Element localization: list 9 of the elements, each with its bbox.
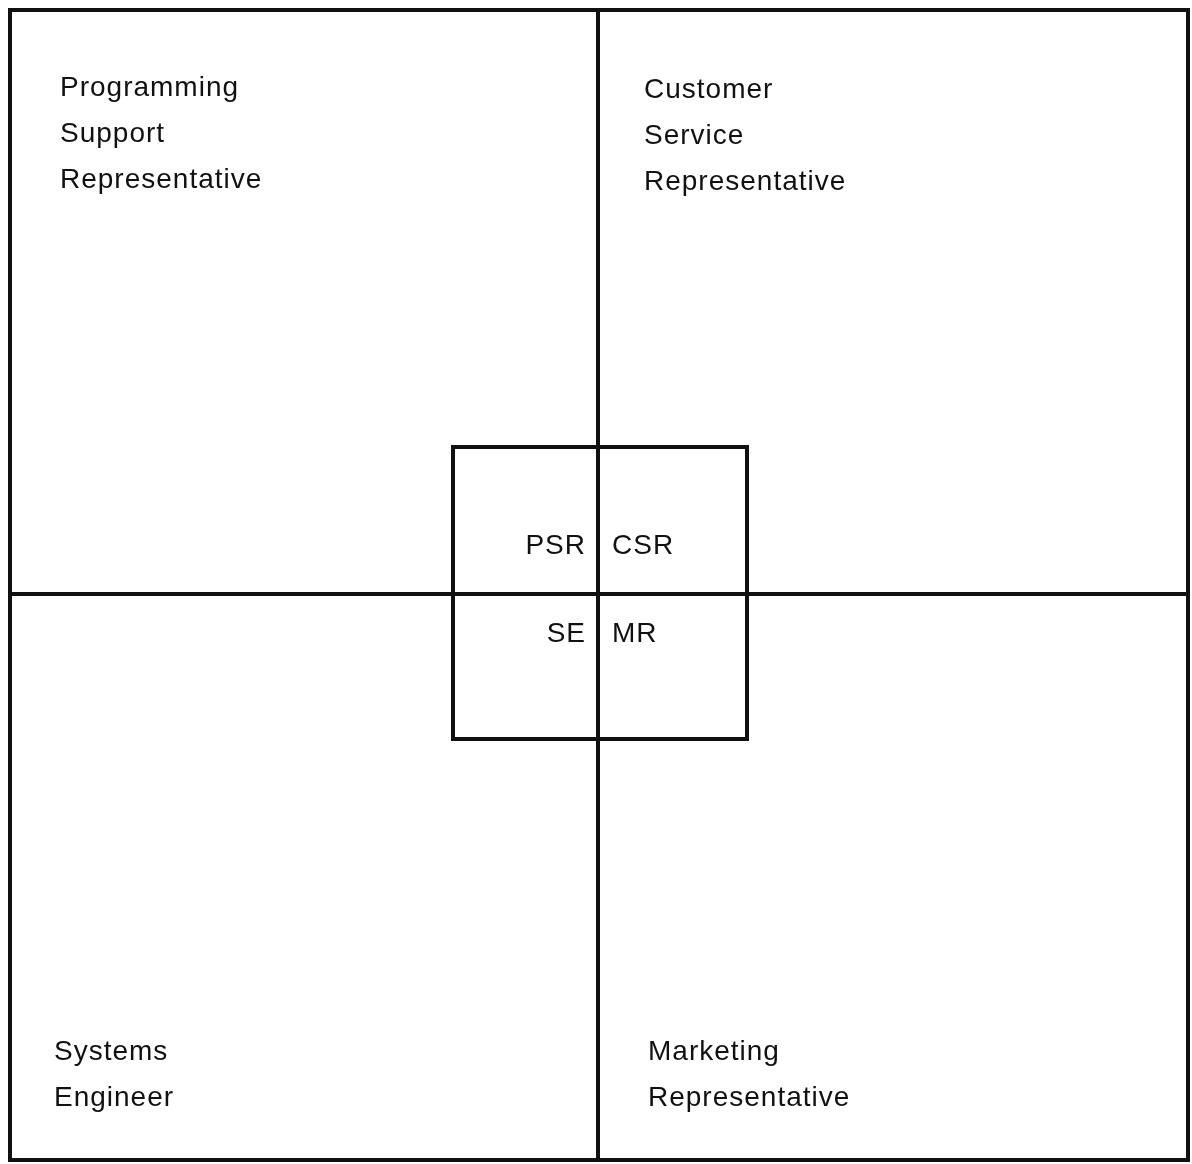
abbreviation-label: CSR [612, 529, 675, 561]
abbreviation-label: MR [612, 617, 658, 649]
role-title: Systems Engineer [54, 1034, 175, 1114]
role-title: Programming Support Representative [60, 70, 263, 196]
center-square [451, 445, 749, 741]
role-title: Marketing Representative [648, 1034, 851, 1114]
role-title: Customer Service Representative [644, 72, 847, 198]
abbreviation-label: PSR [525, 529, 586, 561]
abbreviation-label: SE [546, 617, 586, 649]
